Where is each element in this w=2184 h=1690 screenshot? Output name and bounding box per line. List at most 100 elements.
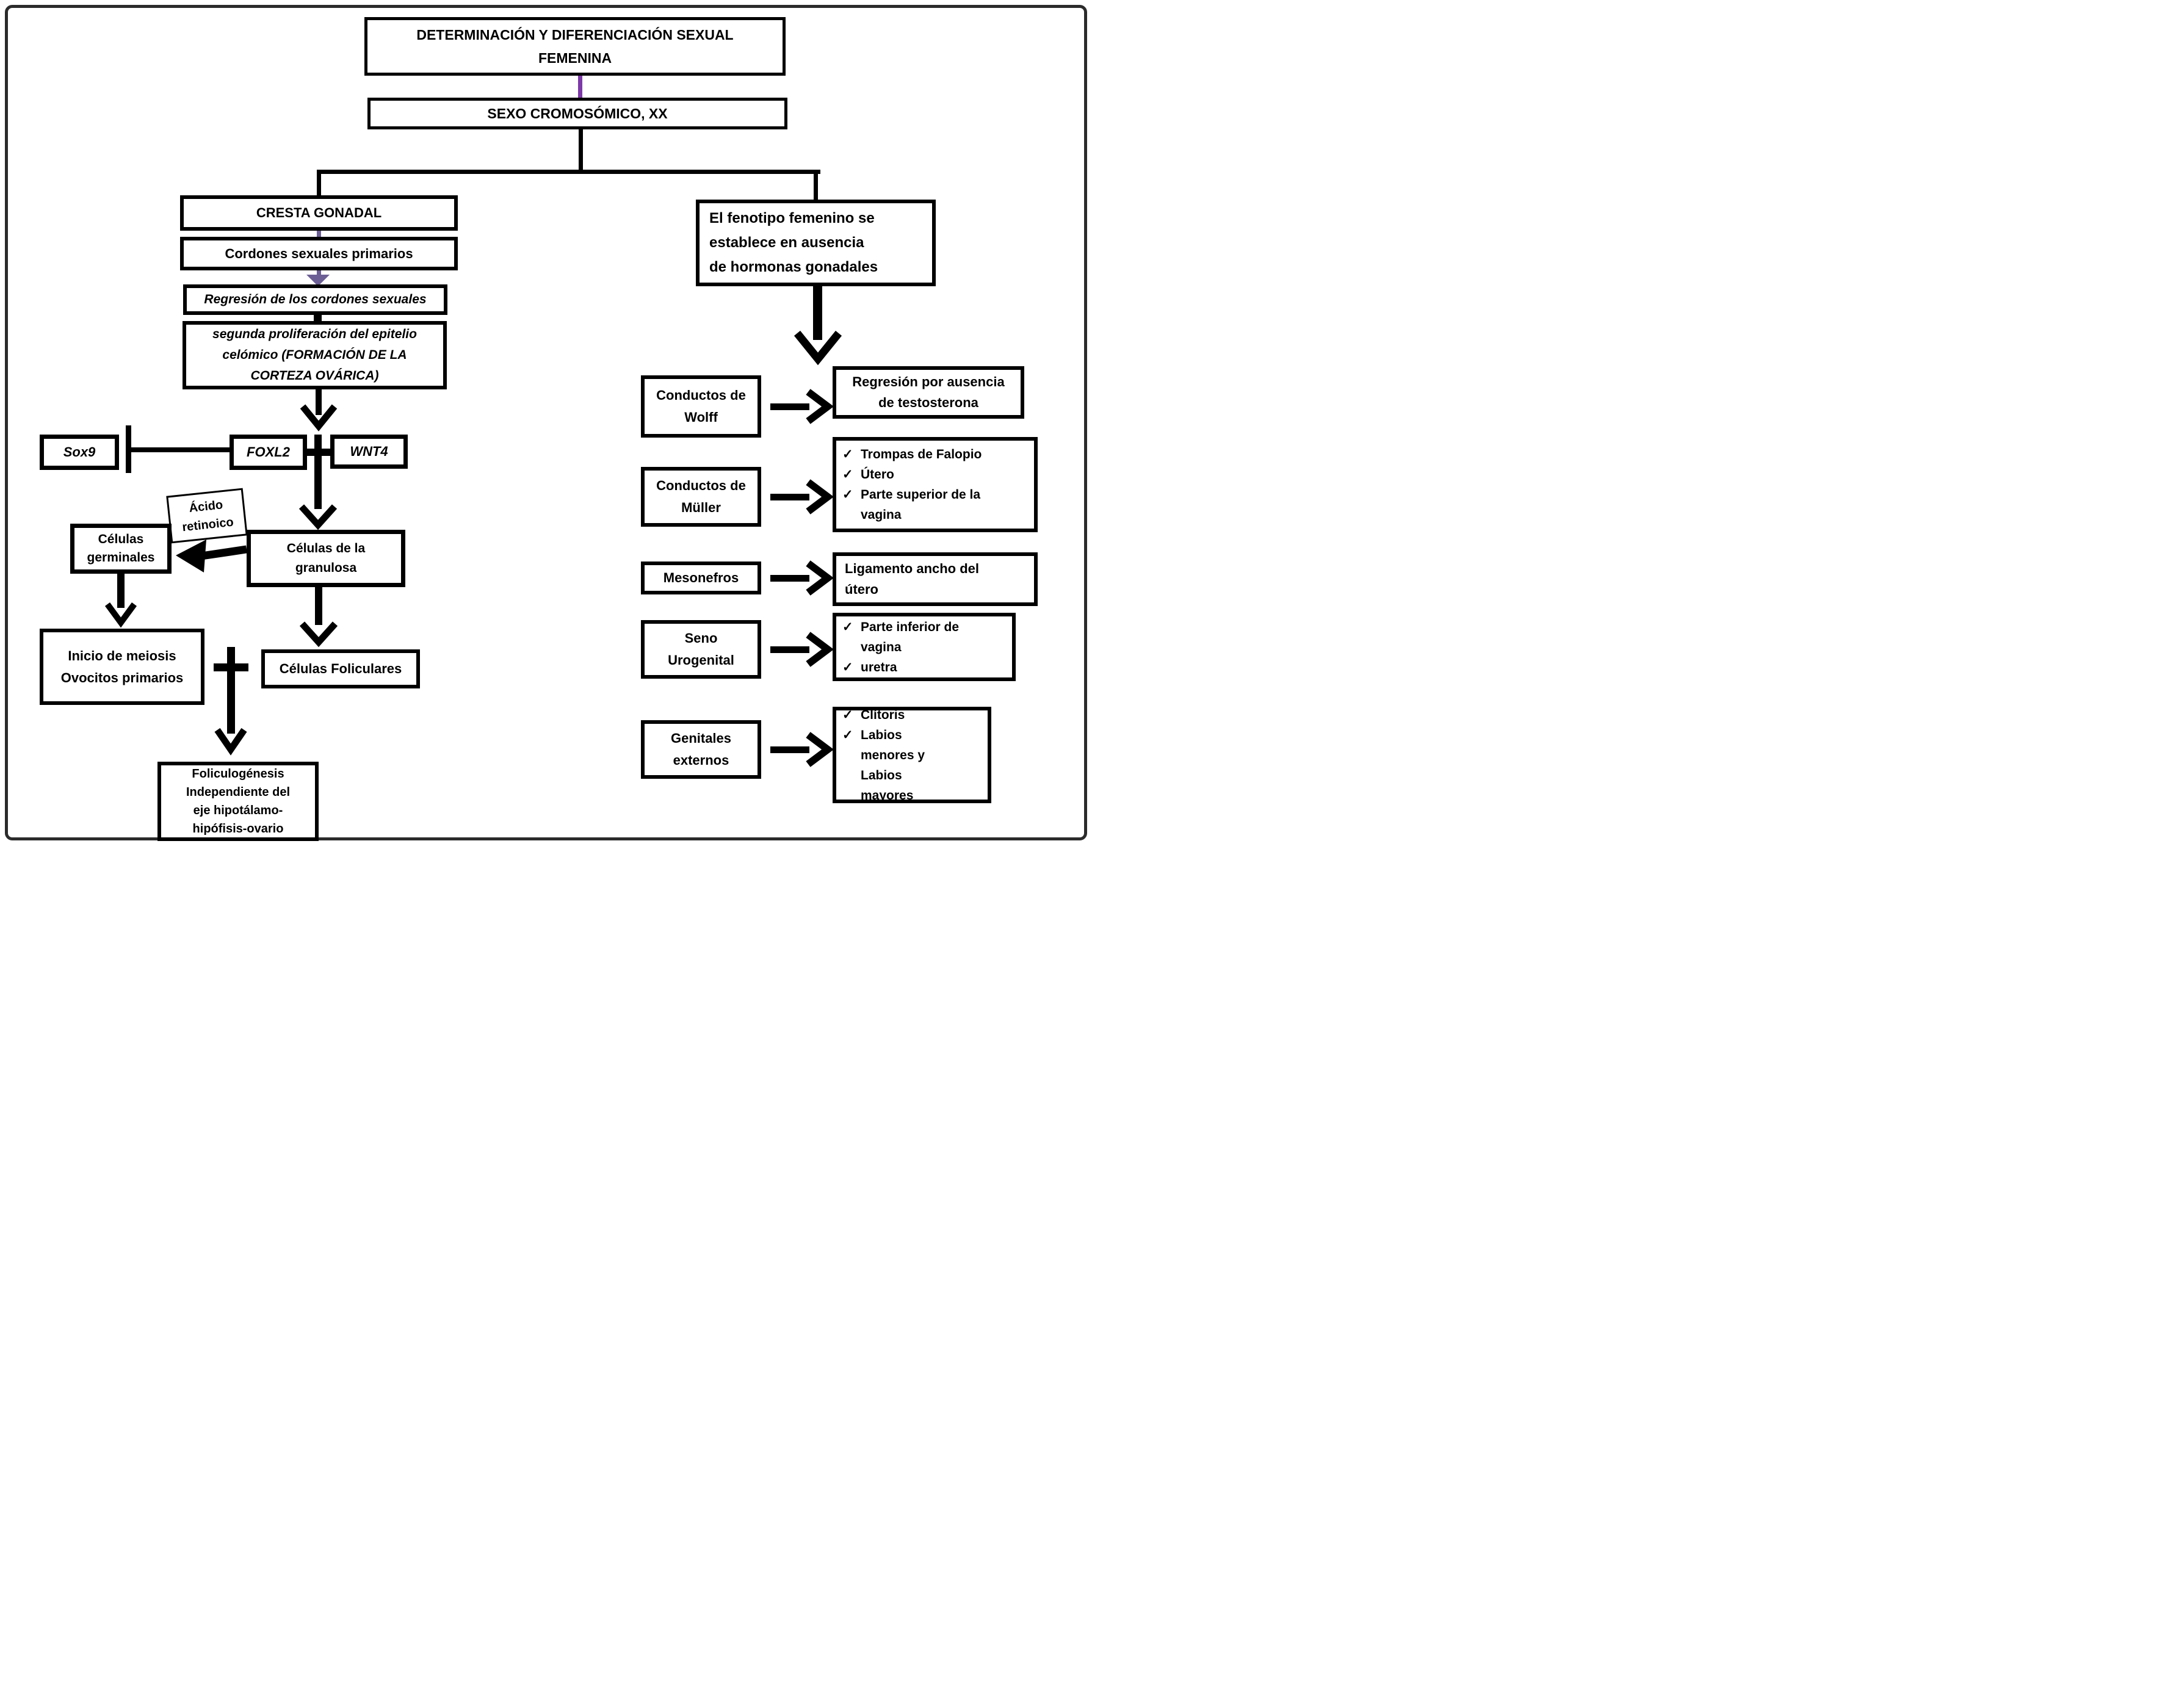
checklist-item: ✓ Parte inferior de vagina (842, 617, 967, 657)
check-icon: ✓ (842, 488, 853, 502)
checklist-item: ✓ Labios menores y Labios mayores (842, 725, 952, 806)
flowchart-canvas: DETERMINACIÓN Y DIFERENCIACIÓN SEXUAL FE… (0, 0, 1092, 845)
plus1-horizontal (298, 449, 338, 456)
arrow-granulosa-shaft (314, 475, 322, 509)
celulas-foliculares-label: Células Foliculares (279, 661, 402, 676)
purple-arrowhead (306, 275, 330, 286)
check-icon: ✓ (842, 447, 853, 461)
checklist-item: ✓ Útero (842, 464, 894, 485)
arrow-inicio-head (104, 602, 137, 628)
plus2-horizontal (214, 663, 248, 671)
cordones-label: Cordones sexuales primarios (225, 245, 413, 261)
conductos-muller-label: Conductos de Müller (656, 478, 746, 515)
arrow-row-genitales-head (806, 732, 834, 767)
arrow-segunda-shaft (316, 389, 322, 415)
checklist-item: ✓ Trompas de Falopio (842, 444, 982, 464)
seno-urogenital-box: Seno Urogenital (641, 620, 761, 679)
inhibition-line (131, 447, 230, 452)
genitales-externos-label: Genitales externos (670, 731, 732, 768)
checklist-item: ✓ uretra (842, 657, 897, 677)
genitales-derivatives-box: ✓ Clítoris ✓ Labios menores y Labios may… (833, 707, 991, 803)
seno-derivatives-box: ✓ Parte inferior de vagina ✓ uretra (833, 613, 1016, 681)
checklist-item: ✓ Clítoris (842, 705, 905, 725)
chromosomal-sex-label: SEXO CROMOSÓMICO, XX (487, 105, 668, 121)
arrow-row-seno-head (806, 632, 834, 667)
notch-connector (314, 312, 322, 322)
chromosomal-sex-box: SEXO CROMOSÓMICO, XX (367, 98, 787, 129)
arrow-row-wolff-head (806, 389, 834, 424)
fenotipo-box: El fenotipo femenino se establece en aus… (696, 200, 936, 286)
outer-frame (5, 5, 1087, 840)
arrow-fenotipo-shaft (813, 286, 822, 340)
check-icon: ✓ (842, 660, 853, 674)
inicio-meiosis-box: Inicio de meiosis Ovocitos primarios (40, 629, 204, 705)
arrow-row-muller-head (806, 479, 834, 515)
checklist-item-text: Labios menores y Labios mayores (861, 728, 925, 803)
conductos-muller-box: Conductos de Müller (641, 467, 761, 527)
arrow-row-seno-shaft (770, 646, 809, 653)
split-left-vertical (317, 170, 321, 198)
regresion-cordones-box: Regresión de los cordones sexuales (183, 284, 447, 315)
wnt4-label: WNT4 (350, 444, 388, 459)
arrow-foliculares-head (299, 621, 338, 648)
ligamento-box: Ligamento ancho del útero (833, 552, 1038, 606)
sox9-label: Sox9 (63, 444, 96, 460)
page-title: DETERMINACIÓN Y DIFERENCIACIÓN SEXUAL FE… (416, 27, 734, 66)
sox9-box: Sox9 (40, 435, 119, 470)
arrow-row-muller-shaft (770, 494, 809, 500)
regresion-testosterona-label: Regresión por ausencia de testosterona (852, 374, 1005, 410)
foxl2-label: FOXL2 (247, 444, 290, 460)
arrow-segunda-head (300, 404, 338, 432)
celulas-foliculares-box: Células Foliculares (261, 649, 420, 688)
foliculogenesis-box: Foliculogénesis Independiente del eje hi… (157, 762, 319, 841)
regresion-cordones-label: Regresión de los cordones sexuales (204, 292, 427, 306)
wnt4-box: WNT4 (330, 435, 408, 469)
genitales-externos-box: Genitales externos (641, 720, 761, 779)
cordones-box: Cordones sexuales primarios (180, 237, 458, 270)
celulas-granulosa-box: Células de la granulosa (247, 530, 405, 587)
conductos-wolff-box: Conductos de Wolff (641, 375, 761, 438)
connector-layer (104, 76, 842, 767)
acido-retinoico-box: Ácido retinoico (166, 488, 248, 544)
cresta-gonadal-label: CRESTA GONADAL (256, 205, 382, 220)
check-icon: ✓ (842, 468, 853, 482)
arrow-foliculogenesis-shaft (227, 688, 235, 734)
purple-connector-line (578, 76, 582, 98)
arrow-row-genitales-shaft (770, 746, 809, 753)
regresion-testosterona-box: Regresión por ausencia de testosterona (833, 366, 1024, 419)
conductos-wolff-label: Conductos de Wolff (656, 388, 746, 425)
arrow-row-mesonefros-head (806, 560, 834, 596)
arrow-germinales-head (176, 540, 206, 572)
checklist-item-text: Parte superior de la vagina (861, 488, 981, 522)
arrow-row-mesonefros-shaft (770, 575, 809, 582)
segunda-proliferacion-label: segunda proliferación del epitelio celóm… (212, 327, 417, 383)
checklist-item-text: uretra (861, 660, 897, 674)
purple-link-2 (317, 269, 321, 277)
arrow-granulosa-head (298, 504, 338, 530)
checklist-item: ✓ Parte superior de la vagina (842, 485, 1001, 525)
foxl2-box: FOXL2 (230, 435, 307, 470)
celulas-germinales-label: Células germinales (87, 532, 155, 565)
ligamento-label: Ligamento ancho del útero (845, 561, 980, 597)
mesonefros-label: Mesonefros (663, 570, 739, 585)
arrow-inicio-shaft (117, 574, 125, 608)
seno-urogenital-label: Seno Urogenital (668, 630, 734, 668)
foliculogenesis-label: Foliculogénesis Independiente del eje hi… (186, 767, 291, 836)
arrow-foliculogenesis-head (214, 728, 247, 756)
inicio-meiosis-label: Inicio de meiosis Ovocitos primarios (60, 648, 184, 685)
checklist-item-text: Trompas de Falopio (861, 447, 982, 461)
check-icon: ✓ (842, 728, 853, 742)
arrow-germinales-shaft (201, 545, 247, 560)
checklist-item-text: Clítoris (861, 707, 905, 722)
split-right-vertical (814, 170, 818, 202)
celulas-germinales-box: Células germinales (70, 524, 172, 574)
fenotipo-label: El fenotipo femenino se establece en aus… (709, 210, 878, 275)
checklist-item-text: Útero (861, 468, 894, 482)
arrow-foliculares-shaft (315, 587, 322, 625)
checklist-item-text: Parte inferior de vagina (861, 619, 960, 654)
arrow-row-wolff-shaft (770, 403, 809, 410)
acido-retinoico-label: Ácido retinoico (181, 498, 234, 535)
arrow-fenotipo-head (794, 330, 842, 366)
muller-derivatives-box: ✓ Trompas de Falopio ✓ Útero ✓ Parte sup… (833, 437, 1038, 532)
celulas-granulosa-label: Células de la granulosa (286, 541, 366, 575)
